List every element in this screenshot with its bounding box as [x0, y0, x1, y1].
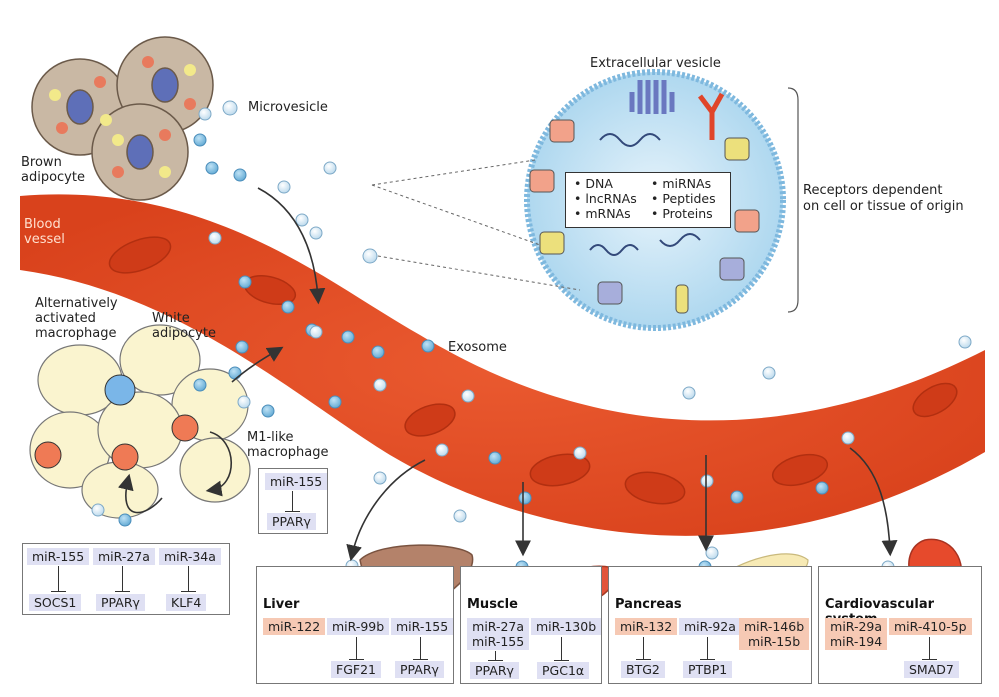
inhibit-line — [929, 637, 930, 659]
vesicle-contents-box: • DNA • lncRNAs • mRNAs • miRNAs • Pepti… — [565, 172, 731, 228]
inhibit-line — [643, 637, 644, 659]
macrophages — [34, 374, 199, 471]
pancreas-mirna-3: miR-146b miR-15b — [739, 618, 810, 650]
inhibit-line — [420, 637, 421, 659]
content-proteins: • Proteins — [651, 206, 713, 221]
exosome-label: Exosome — [448, 340, 507, 355]
inhibit-bar — [488, 660, 503, 661]
nucleic-acid-strands — [589, 133, 701, 256]
adipocyte-target-3: KLF4 — [166, 594, 207, 611]
inhibit-line — [707, 637, 708, 659]
inhibit-bar — [115, 591, 130, 592]
muscle-panel: Muscle miR-27a miR-155 miR-130b PPARγ PG… — [460, 566, 602, 684]
adipocyte-mirna-1: miR-155 — [27, 548, 90, 565]
inhibit-line — [122, 566, 123, 591]
red-blood-cells — [108, 236, 958, 505]
content-dna: • DNA — [574, 176, 613, 191]
adipocyte-mirna-2: miR-27a — [93, 548, 155, 565]
inhibit-bar — [636, 659, 651, 660]
pancreas-target-2: PTBP1 — [683, 661, 733, 678]
inhibit-bar — [285, 511, 300, 512]
adipocyte-target-1: SOCS1 — [29, 594, 82, 611]
inhibit-bar — [554, 660, 569, 661]
muscle-target-1: PPARγ — [470, 662, 519, 679]
alt-macrophage-label-2: activated — [35, 311, 96, 326]
receptors-label-1: Receptors dependent — [803, 183, 943, 198]
liver-title: Liver — [263, 597, 300, 612]
vesicle-contents-left: • DNA • lncRNAs • mRNAs — [574, 176, 637, 221]
liver-target-2: FGF21 — [331, 661, 381, 678]
liver-panel: Liver miR-122 miR-99b miR-155 FGF21 PPAR… — [256, 566, 454, 684]
inhibit-bar — [922, 659, 937, 660]
content-mirnas: • miRNAs — [651, 176, 712, 191]
liver-mirna-1: miR-122 — [263, 618, 326, 635]
inhibit-line — [292, 491, 293, 511]
inhibit-line — [58, 566, 59, 591]
macrophage-target: PPARγ — [267, 513, 316, 530]
y-receptor — [698, 92, 725, 140]
receptor-bracket — [787, 87, 799, 313]
brown-adipocyte-droplets — [49, 56, 196, 178]
inhibit-bar — [700, 659, 715, 660]
exosomes — [118, 133, 915, 597]
pancreas-mirna-1: miR-132 — [615, 618, 678, 635]
inhibit-bar — [181, 591, 196, 592]
muscle-target-2: PGC1α — [537, 662, 590, 679]
liver-target-3: PPARγ — [395, 661, 444, 678]
blood-vessel-label-2: vessel — [24, 232, 65, 247]
brown-adipocyte-label-2: adipocyte — [21, 170, 85, 185]
liver-mirna-2: miR-99b — [327, 618, 390, 635]
muscle-title: Muscle — [467, 597, 518, 612]
pancreas-panel: Pancreas miR-132 miR-92a miR-146b miR-15… — [608, 566, 812, 684]
alt-macrophage-label-3: macrophage — [35, 326, 117, 341]
content-mrnas: • mRNAs — [574, 206, 631, 221]
cardio-mirna-2: miR-410-5p — [889, 618, 972, 635]
inhibit-bar — [51, 591, 66, 592]
brown-adipocyte-label-1: Brown — [21, 155, 62, 170]
adipocyte-mirna-3: miR-34a — [159, 548, 221, 565]
inhibit-line — [188, 566, 189, 591]
muscle-mirna-2: miR-130b — [531, 618, 602, 635]
white-adipocyte-label-1: White — [152, 311, 190, 326]
white-adipocyte-label-2: adipocyte — [152, 326, 216, 341]
content-peptides: • Peptides — [651, 191, 716, 206]
cardio-target-2: SMAD7 — [904, 661, 959, 678]
alt-macrophage-label-1: Alternatively — [35, 296, 118, 311]
m1-macrophage-label-1: M1-like — [247, 430, 294, 445]
macrophage-mirna-box: miR-155 PPARγ — [258, 468, 328, 534]
vesicle-receptors — [529, 119, 760, 314]
pancreas-target-1: BTG2 — [621, 661, 665, 678]
inhibit-line — [356, 637, 357, 659]
liver-mirna-3: miR-155 — [391, 618, 454, 635]
inhibit-bar — [349, 659, 364, 660]
extracellular-vesicle-label: Extracellular vesicle — [590, 56, 721, 71]
adipocyte-mirna-box: miR-155 miR-27a miR-34a SOCS1 PPARγ KLF4 — [22, 543, 230, 615]
pancreas-mirna-2: miR-92a — [679, 618, 741, 635]
cardio-panel: Cardiovascular system miR-29a miR-194 mi… — [818, 566, 982, 684]
gpcr-receptor — [629, 80, 675, 114]
muscle-mirna-1: miR-27a miR-155 — [467, 618, 530, 650]
inhibit-line — [495, 651, 496, 660]
zoom-lines — [371, 159, 581, 291]
cardio-mirna-1: miR-29a miR-194 — [825, 618, 888, 650]
macrophage-mirna: miR-155 — [265, 473, 328, 490]
microvesicle-label: Microvesicle — [248, 100, 328, 115]
inhibit-bar — [413, 659, 428, 660]
pancreas-title: Pancreas — [615, 597, 682, 612]
adipocyte-target-2: PPARγ — [96, 594, 145, 611]
arrows — [117, 187, 898, 562]
receptors-label-2: on cell or tissue of origin — [803, 199, 964, 214]
inhibit-line — [561, 637, 562, 660]
blood-vessel-label-1: Blood — [24, 217, 61, 232]
content-lncrnas: • lncRNAs — [574, 191, 637, 206]
m1-macrophage-label-2: macrophage — [247, 445, 329, 460]
vesicle-contents-right: • miRNAs • Peptides • Proteins — [651, 176, 716, 221]
